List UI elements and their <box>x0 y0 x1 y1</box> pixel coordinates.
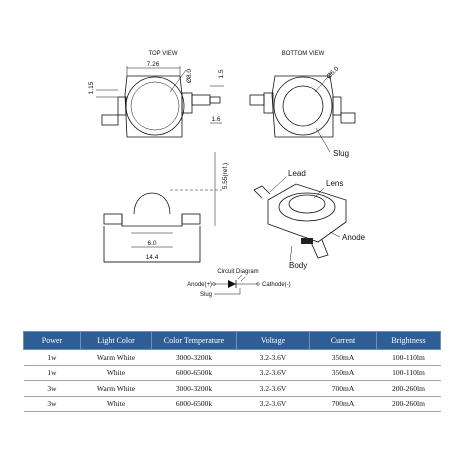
cell-color-temp: 3000-3200k <box>151 349 237 366</box>
led-diode-symbol <box>228 280 236 288</box>
callout-slug: Slug <box>333 149 349 158</box>
cell-light-color: White <box>80 365 152 381</box>
bottom-outer-ring <box>273 76 333 136</box>
dim-slug-dia: Ø6.0 <box>325 65 340 80</box>
header-color-temp: Color Temperature <box>151 331 237 350</box>
iso-lens-ring <box>278 192 336 222</box>
dim-leader-slug <box>314 71 333 93</box>
side-right-lead <box>181 213 201 225</box>
bottom-view-title: BOTTOM VIEW <box>282 51 325 57</box>
dim-base-width: 6.0 <box>147 240 156 247</box>
iso-view: Lead Lens Anode Body <box>253 169 366 270</box>
top-lens-outer <box>125 76 185 136</box>
bottom-left-lead <box>249 94 265 106</box>
callout-body: Body <box>289 261 307 270</box>
dim-top-width: 7.26 <box>147 61 160 68</box>
led-emit-arrow-2 <box>240 276 246 282</box>
top-view-title: TOP VIEW <box>148 51 177 57</box>
top-left-tab <box>117 96 127 116</box>
cell-voltage: 3.2-3.6V <box>236 396 310 412</box>
cell-current: 350mA <box>309 365 377 381</box>
iso-rear-lead <box>253 185 271 199</box>
cell-power: 1w <box>23 349 81 366</box>
cell-brightness: 200-260lm <box>376 380 441 397</box>
led-emit-arrow-1 <box>237 274 243 280</box>
cell-brightness: 100-110lm <box>376 349 441 366</box>
bottom-body-outline <box>271 75 334 138</box>
header-brightness: Brightness <box>376 331 441 350</box>
side-dome <box>133 192 171 215</box>
callout-lens: Lens <box>326 179 343 188</box>
iso-anode-lead <box>309 239 329 259</box>
circuit-cathode-label: Cathode(-) <box>262 282 291 288</box>
top-lens-inner <box>130 81 180 131</box>
cell-light-color: Warm White <box>80 380 152 397</box>
top-left-lead <box>101 114 119 126</box>
table-row: 1w White 6000-6500k 3.2-3.6V 350mA 100-1… <box>23 365 441 381</box>
cell-power: 1w <box>23 365 81 381</box>
table-row: 1w Warm White 3000-3200k 3.2-3.6V 350mA … <box>23 349 441 366</box>
header-power: Power <box>23 331 81 350</box>
cell-current: 350mA <box>309 349 377 366</box>
cell-power: 3w <box>23 380 81 397</box>
cell-color-temp: 6000-6500k <box>151 365 237 381</box>
top-right-lead-tip <box>209 96 221 104</box>
circuit-slug-label: Slug <box>200 292 212 298</box>
spec-table: Power Light Color Color Temperature Volt… <box>23 331 441 412</box>
cell-current: 700mA <box>309 380 377 397</box>
iso-body <box>267 183 347 243</box>
anode-terminal <box>212 282 216 286</box>
cell-color-temp: 3000-3200k <box>151 380 237 397</box>
cell-voltage: 3.2-3.6V <box>236 380 310 397</box>
anode-leader <box>329 231 341 238</box>
lead-leader <box>269 176 287 193</box>
circuit-anode-label: Anode(+) <box>187 282 212 288</box>
dim-height-ref: 5.55(ref.) <box>222 163 229 189</box>
table-row: 3w White 6000-6500k 3.2-3.6V 700mA 200-2… <box>23 396 441 412</box>
bottom-right-lead <box>340 112 356 124</box>
table-row: 3w Warm White 3000-3200k 3.2-3.6V 700mA … <box>23 380 441 397</box>
top-right-lead <box>191 94 211 106</box>
callout-lead: Lead <box>288 169 306 178</box>
cell-light-color: White <box>80 396 152 412</box>
dim-lens-dia: Ø8.0 <box>186 69 193 83</box>
dim-lead-thick: 1.15 <box>88 81 95 94</box>
cell-brightness: 200-260lm <box>376 396 441 412</box>
iso-lens <box>288 194 326 214</box>
header-current: Current <box>309 331 377 350</box>
cell-voltage: 3.2-3.6V <box>236 365 310 381</box>
slug-leader <box>315 127 331 153</box>
bottom-right-tab <box>332 96 342 116</box>
dim-leader-lens <box>169 69 187 93</box>
table-header-row: Power Light Color Color Temperature Volt… <box>23 331 441 350</box>
header-voltage: Voltage <box>236 331 310 350</box>
cathode-terminal <box>256 282 260 286</box>
top-body-outline <box>124 75 183 138</box>
circuit-diagram: Circuit Diagram Anode(+) Slug Cathode(-) <box>187 269 291 298</box>
body-leader <box>289 245 293 262</box>
side-view: 5.55(ref.) 6.0 14.4 <box>103 152 229 263</box>
dim-overall-len: 14.4 <box>146 254 159 261</box>
bottom-left-tab <box>263 92 274 114</box>
bottom-view: BOTTOM VIEW Ø6.0 Slug <box>249 51 356 158</box>
circuit-title: Circuit Diagram <box>217 269 258 275</box>
bottom-slug <box>282 85 324 127</box>
dim-lead-height: 1.5 <box>218 69 225 78</box>
cell-power: 3w <box>23 396 81 412</box>
iso-marking <box>301 238 313 244</box>
cell-voltage: 3.2-3.6V <box>236 349 310 366</box>
side-body <box>121 214 183 227</box>
side-left-lead <box>103 213 123 225</box>
callout-anode: Anode <box>342 233 366 242</box>
header-light-color: Light Color <box>80 331 152 350</box>
dim-lead-len: 1.6 <box>211 116 220 123</box>
cell-light-color: Warm White <box>80 349 152 366</box>
cell-brightness: 100-110lm <box>376 365 441 381</box>
cell-current: 700mA <box>309 396 377 412</box>
cell-color-temp: 6000-6500k <box>151 396 237 412</box>
lens-leader <box>313 187 325 199</box>
top-view: TOP VIEW 7.26 Ø8.0 1.5 1.15 1.6 <box>88 51 225 138</box>
mechanical-drawing: TOP VIEW 7.26 Ø8.0 1.5 1.15 1.6 BOTTOM V… <box>88 51 366 298</box>
